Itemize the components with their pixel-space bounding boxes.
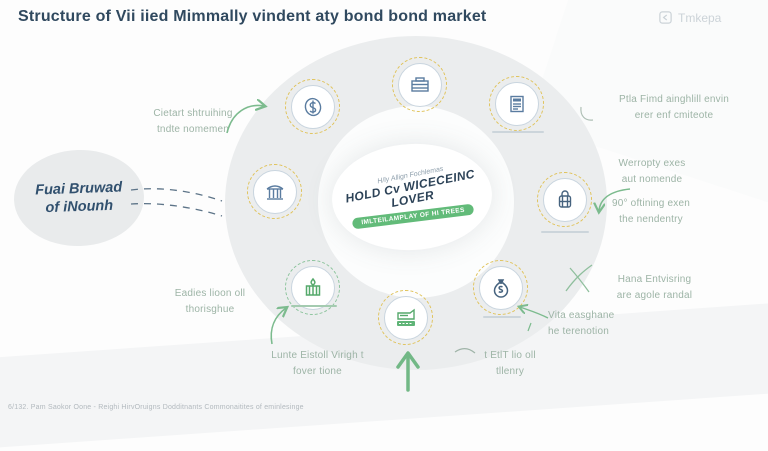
label-line: are agole randal [616, 289, 693, 301]
dollar-coin-icon [291, 85, 335, 129]
label-bottom-right: t EtlT lio oll tllenry [450, 348, 570, 379]
money-bag-icon [479, 266, 523, 310]
label-right-top: Ptla Fimd ainghlill envin erer enf cmite… [588, 92, 760, 123]
dashed-ring [489, 76, 544, 131]
node-bank-building [247, 164, 303, 220]
label-right-mid1: Werropty exes aut nomende [592, 156, 712, 187]
label-line: Vita easghane [548, 310, 615, 321]
micro-caption-line [291, 305, 337, 307]
label-right-bottom: Hana Entvisring are agole randal [582, 272, 727, 303]
logo-text: Tmkepa [678, 10, 722, 25]
label-line: 90° oftining exen [611, 198, 690, 209]
label-line: Eadies lioon oll [174, 288, 246, 299]
page-title: Structure of Vii iied Mimmally vindent a… [18, 8, 487, 25]
luggage-icon [543, 178, 587, 222]
label-line: thorisghue [185, 303, 235, 315]
label-line: Lunte Eistoll Virigh t [271, 350, 364, 361]
label-line: tllenry [495, 365, 525, 377]
document-icon [495, 82, 539, 126]
label-line: tndte nomemen [156, 123, 230, 135]
bank-building-icon [253, 170, 297, 214]
green-building-icon [291, 266, 335, 310]
left-bubble: Fuai Bruwad of iNounh [12, 147, 146, 249]
dashed-ring [473, 260, 528, 315]
label-line: fover tione [293, 365, 342, 377]
left-bubble-line: of iNounh [45, 197, 114, 217]
dashed-ring [285, 79, 340, 134]
node-document [489, 76, 545, 132]
ledger-book-icon [384, 296, 428, 340]
node-luggage [537, 172, 593, 228]
chevron-left-square-icon [658, 10, 673, 25]
label-line: aut nomende [621, 173, 683, 185]
label-line: Werropty exes [618, 158, 686, 169]
dashed-connector [130, 188, 223, 202]
label-line: he terenotion [548, 325, 609, 337]
node-ledger-book [378, 290, 434, 346]
label-line: Hana Entvisring [617, 274, 692, 285]
node-archive-box [392, 57, 448, 113]
dashed-ring [537, 172, 592, 227]
label-line: the nendentry [619, 213, 683, 225]
node-green-building [285, 260, 341, 316]
dashed-connector [130, 202, 223, 217]
label-top-left: Cietart shtruihing tndte nomemen [118, 106, 268, 137]
label-right-mid2: 90° oftining exen the nendentry [585, 196, 717, 227]
logo: Tmkepa [658, 10, 721, 25]
dashed-ring [378, 290, 433, 345]
label-bottom-left: Eadies lioon oll thorisghue [140, 286, 280, 317]
label-vita: Vita easghane he terenotion [548, 308, 658, 339]
dashed-ring [285, 260, 340, 315]
label-bottom-center: Lunte Eistoll Virigh t fover tione [240, 348, 395, 379]
dashed-ring [247, 164, 302, 219]
micro-caption-line [492, 131, 544, 133]
label-line: Ptla Fimd ainghlill envin [618, 94, 730, 105]
micro-caption-line [541, 231, 589, 233]
footer-caption: 6/132. Pam Saokor Oone - Reighi HirvOrui… [8, 404, 304, 411]
label-line: t EtlT lio oll [484, 350, 536, 361]
label-line: erer enf cmiteote [634, 109, 714, 121]
archive-box-icon [398, 63, 442, 107]
node-dollar-coin [285, 79, 341, 135]
micro-caption-line [483, 316, 521, 318]
dashed-ring [392, 57, 447, 112]
label-line: Cietart shtruihing [153, 108, 233, 119]
node-money-bag [473, 260, 529, 316]
